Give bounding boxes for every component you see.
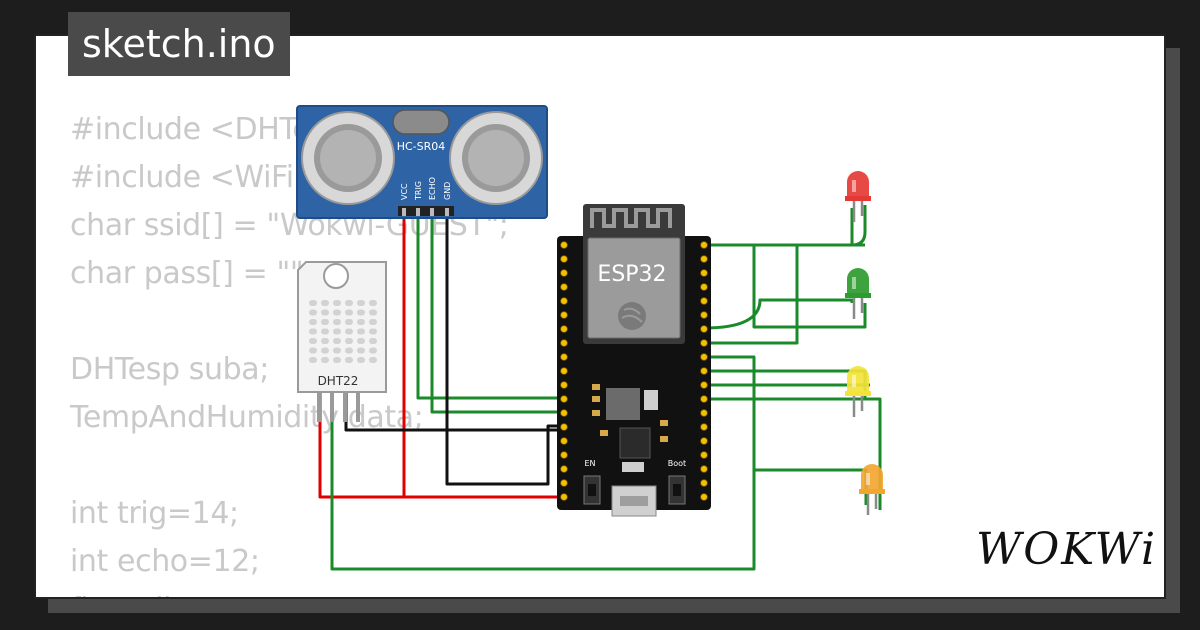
wire-gnd-black (445, 218, 564, 486)
wire-trig-green (416, 218, 564, 400)
pin-label-vcc: VCC (400, 183, 409, 200)
en-button-label: EN (584, 459, 595, 468)
header-pin[interactable] (560, 241, 568, 249)
header-pin[interactable] (560, 353, 568, 361)
led-green[interactable] (845, 268, 871, 319)
code-line: char pass[] = ""; (70, 256, 313, 291)
header-pin[interactable] (560, 269, 568, 277)
wire-led-green (703, 298, 854, 330)
code-line: DHTesp suba; (70, 352, 269, 387)
header-pin[interactable] (700, 311, 708, 319)
header-pin[interactable] (560, 367, 568, 375)
wire-vcc-red (402, 218, 564, 499)
file-title: sketch.ino (68, 12, 290, 76)
pin-label-echo: ECHO (428, 177, 437, 200)
header-pin[interactable] (700, 241, 708, 249)
wire-dht-vcc-red (318, 390, 564, 499)
header-pin[interactable] (700, 451, 708, 459)
header-pin[interactable] (700, 493, 708, 501)
header-pin[interactable] (560, 325, 568, 333)
header-pin[interactable] (560, 437, 568, 445)
header-pin[interactable] (700, 269, 708, 277)
header-pin[interactable] (560, 297, 568, 305)
header-pin[interactable] (700, 353, 708, 361)
header-pin[interactable] (700, 381, 708, 389)
esp32-board[interactable]: ESP32 EN Boot (557, 204, 711, 517)
header-pin[interactable] (560, 423, 568, 431)
led-orange[interactable] (859, 464, 885, 515)
header-pin[interactable] (700, 297, 708, 305)
header-pin[interactable] (560, 451, 568, 459)
dht-grille-icon (309, 300, 377, 363)
header-pin[interactable] (560, 255, 568, 263)
header-pin[interactable] (560, 381, 568, 389)
header-pin[interactable] (560, 479, 568, 487)
wire-dht-data-black (344, 390, 564, 432)
esp32-label: ESP32 (597, 262, 666, 287)
header-pin[interactable] (560, 465, 568, 473)
wire-led-orange-b (754, 468, 868, 505)
pin-label-trig: TRIG (414, 181, 423, 201)
header-pin[interactable] (560, 311, 568, 319)
antenna-icon (590, 208, 672, 228)
header-pin[interactable] (700, 395, 708, 403)
wire-led-red (704, 245, 799, 345)
header-pin[interactable] (700, 283, 708, 291)
pin-header-left (560, 241, 568, 501)
header-pin[interactable] (700, 367, 708, 375)
header-pin[interactable] (700, 479, 708, 487)
header-pin[interactable] (700, 339, 708, 347)
header-pin[interactable] (700, 423, 708, 431)
header-pin[interactable] (700, 409, 708, 417)
header-pin[interactable] (700, 465, 708, 473)
wire-dht-gnd-green (330, 355, 756, 571)
pin-header-right (700, 241, 708, 501)
led-group (845, 171, 885, 515)
dht22-sensor[interactable]: DHT22 (297, 261, 387, 422)
ultrasonic-sensor[interactable]: HC-SR04 VCC TRIG ECHO GND (296, 105, 548, 219)
wire-gnd-bus-2 (752, 245, 867, 329)
led-red[interactable] (845, 171, 871, 222)
wokwi-logo: WOKWi (976, 524, 1158, 575)
code-line: TempAndHumidity data; (70, 400, 424, 435)
header-pin[interactable] (560, 409, 568, 417)
header-pin[interactable] (560, 283, 568, 291)
header-pin[interactable] (560, 493, 568, 501)
code-line: int trig=14; (70, 496, 239, 531)
dht22-label: DHT22 (318, 374, 359, 388)
boot-button-label: Boot (668, 459, 686, 468)
header-pin[interactable] (700, 325, 708, 333)
header-pin[interactable] (700, 255, 708, 263)
wire-echo-green (430, 218, 564, 414)
header-pin[interactable] (560, 339, 568, 347)
wire-led-red-leg (850, 208, 865, 247)
usb-chip (619, 427, 651, 459)
led-yellow[interactable] (845, 366, 871, 417)
code-line: float dis; (70, 586, 508, 597)
ultrasonic-label: HC-SR04 (397, 140, 446, 153)
header-pin[interactable] (560, 395, 568, 403)
pin-label-gnd: GND (443, 182, 452, 200)
code-line: int echo=12; (70, 544, 260, 579)
wire-gnd-bus (704, 205, 867, 247)
header-pin[interactable] (700, 437, 708, 445)
